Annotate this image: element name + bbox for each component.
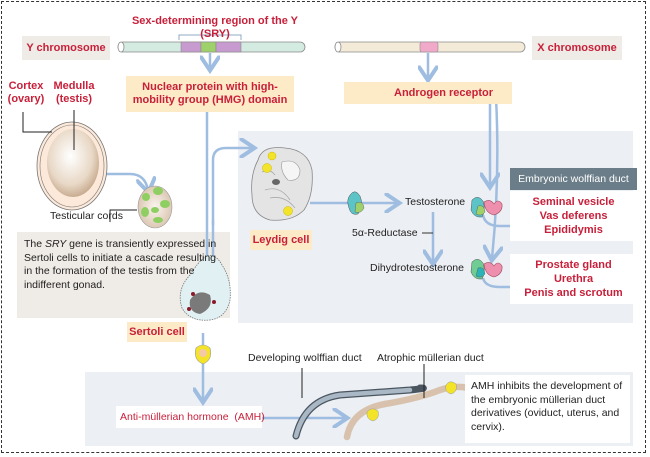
arrow-to-leydig bbox=[211, 148, 252, 225]
sertoli-cell-icon bbox=[179, 255, 231, 321]
amh-protein-icon bbox=[195, 344, 211, 365]
hmg-protein-box: Nuclear protein with high- mobility grou… bbox=[126, 76, 294, 112]
testosterone-receptor-complex-icon bbox=[470, 197, 503, 218]
androgen-receptor-label: Androgen receptor bbox=[344, 82, 512, 104]
developing-wolffian-duct-label: Developing wolffian duct bbox=[248, 352, 362, 364]
arrow-gonad-to-cords bbox=[92, 172, 148, 190]
testosterone-label: Testosterone bbox=[405, 196, 466, 208]
sry-note: The SRY gene is transiently expressed in… bbox=[24, 238, 217, 291]
leydig-cell-icon bbox=[251, 147, 313, 221]
urogenital-derivatives-list: Prostate gland Urethra Penis and scrotum bbox=[510, 254, 637, 304]
arrow-receptor-to-prostate bbox=[492, 96, 497, 258]
developing-wolffian-duct-icon bbox=[292, 368, 427, 440]
atrophic-mullerian-duct-icon bbox=[343, 364, 472, 441]
amh-label-box bbox=[116, 406, 262, 428]
derivative-item: Vas deferens bbox=[539, 210, 608, 222]
cortex-label: Cortex (ovary) bbox=[7, 80, 45, 105]
y-chromosome-icon bbox=[117, 30, 306, 53]
amh-label: Anti-müllerian hormone (AMH) bbox=[120, 411, 265, 423]
derivative-item: Prostate gland bbox=[535, 259, 612, 271]
dht-receptor-complex-icon bbox=[470, 259, 503, 280]
medulla-label: Medulla (testis) bbox=[53, 80, 95, 105]
hmg-line-2: mobility group (HMG) domain bbox=[132, 94, 288, 106]
enzyme-icon bbox=[347, 191, 365, 215]
gonad-icon bbox=[22, 110, 108, 211]
derivative-item: Seminal vesicle bbox=[532, 196, 615, 208]
x-chromosome-icon bbox=[334, 41, 526, 53]
amh-note: AMH inhibits the development of the embr… bbox=[465, 375, 630, 443]
dht-label: Dihydrotestosterone bbox=[370, 262, 464, 274]
y-chromosome-label: Y chromosome bbox=[22, 36, 110, 60]
wolffian-header: Embryonic wolffian duct bbox=[510, 168, 637, 190]
sry-gene-name: SRY bbox=[45, 238, 67, 250]
sertoli-cell-label: Sertoli cell bbox=[127, 322, 187, 342]
derivative-item: Penis and scrotum bbox=[524, 287, 623, 299]
derivative-item: Urethra bbox=[553, 273, 594, 285]
derivative-item: Epididymis bbox=[544, 224, 603, 236]
wolffian-derivatives-list: Seminal vesicle Vas deferens Epididymis bbox=[510, 191, 637, 241]
leydig-cell-label: Leydig cell bbox=[250, 230, 312, 250]
arrow-testosterone-to-wolffian bbox=[481, 214, 524, 226]
x-chromosome-label: X chromosome bbox=[532, 36, 622, 60]
sry-title: Sex-determining region of the Y (SRY) bbox=[131, 15, 299, 40]
arrow-dht-to-prostate bbox=[481, 278, 524, 287]
testicular-cords-icon bbox=[109, 185, 173, 229]
testicular-cords-label: Testicular cords bbox=[50, 210, 123, 222]
reductase-label: 5α-Reductase bbox=[352, 227, 418, 239]
atrophic-mullerian-duct-label: Atrophic müllerian duct bbox=[377, 352, 484, 364]
hmg-line-1: Nuclear protein with high- bbox=[142, 81, 278, 93]
